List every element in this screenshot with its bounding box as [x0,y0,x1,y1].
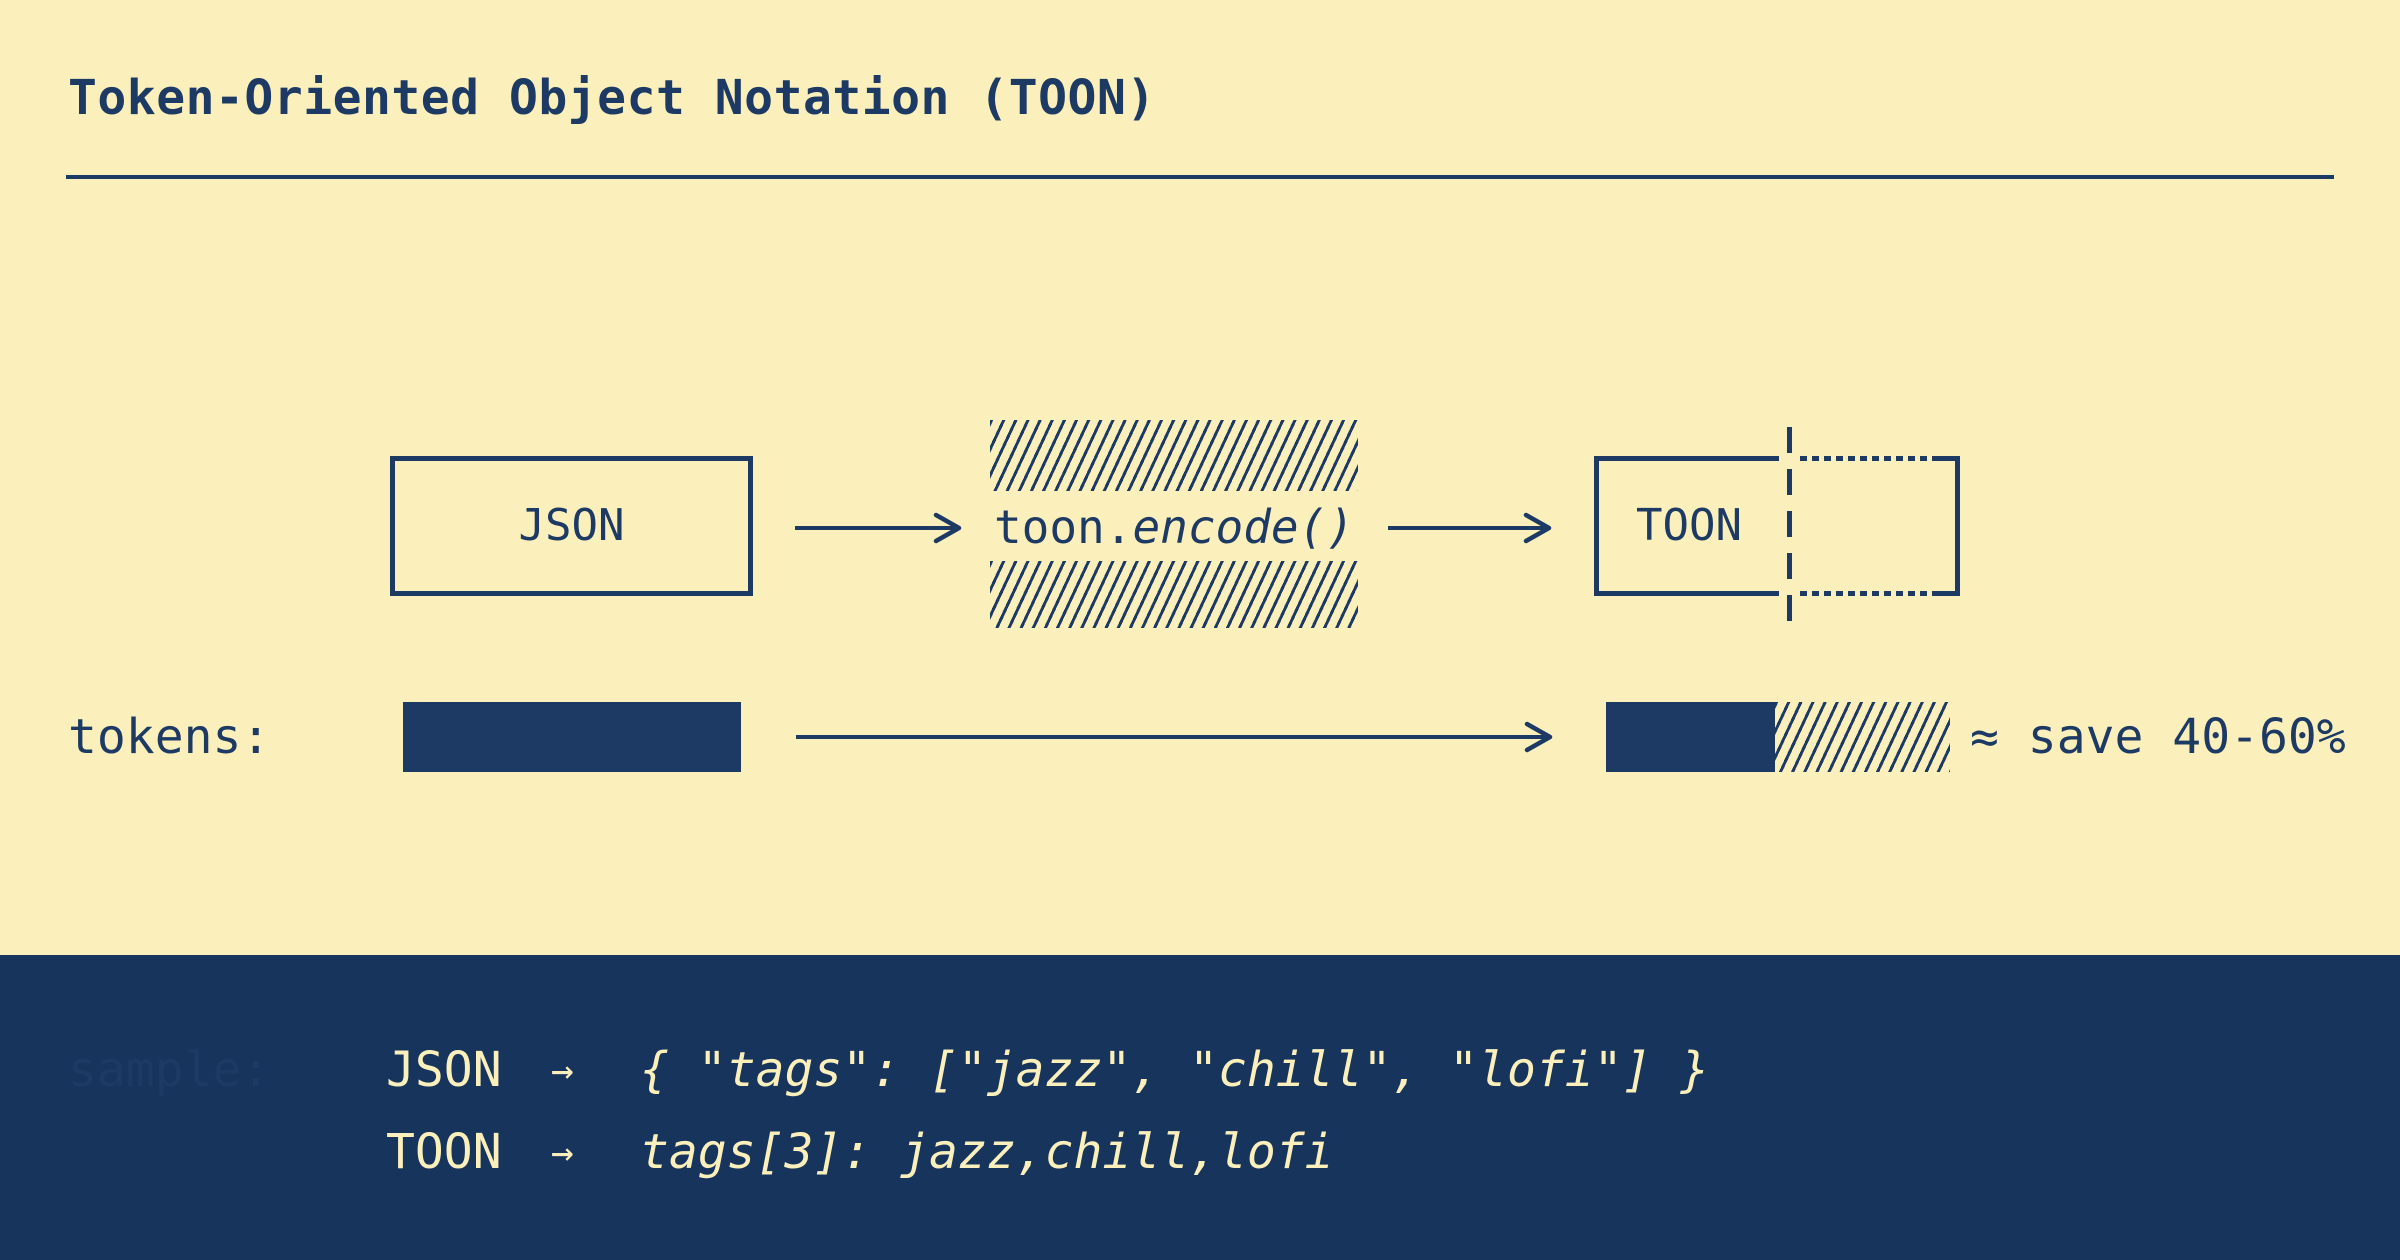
page-title: Token-Oriented Object Notation (TOON) [68,70,1156,126]
encode-call: encode() [1132,500,1355,554]
sample-format-json: JSON [386,1042,502,1098]
toon-node-label: TOON [1636,500,1742,551]
sample-code-json: { "tags": ["jazz", "chill", "lofi"] } [640,1042,1710,1098]
toon-node: TOON [1594,456,1779,596]
title-divider [66,175,2334,179]
json-node: JSON [390,456,753,596]
json-node-label: JSON [518,500,625,551]
toon-token-bar-solid [1606,702,1775,772]
sample-arrow-icon: → [551,1130,574,1174]
encode-hatch-band-top [990,420,1358,491]
truncation-dashed-line [1787,427,1792,625]
sample-row-json: JSON → { "tags": ["jazz", "chill", "lofi… [0,1046,2400,1096]
savings-note: ≈ save 40-60% [1970,709,2346,765]
sample-arrow-icon: → [551,1048,574,1092]
encode-prefix: toon. [993,500,1133,554]
encode-node-label: toon.encode() [990,504,1358,550]
ghost-box-dotted-bottom [1800,591,1936,596]
tokens-arrow-icon [796,721,1553,753]
sample-format-toon: TOON [386,1124,502,1180]
ghost-box-right-bracket [1932,456,1960,596]
sample-label: sample: [68,1042,271,1098]
ghost-box-dotted-top [1800,456,1936,461]
arrow-encode-to-toon-icon [1388,512,1552,544]
encode-hatch-band-bottom [990,561,1358,628]
toon-token-bar-saved-hatch [1775,702,1950,772]
tokens-label: tokens: [68,709,271,765]
arrow-json-to-encode-icon [795,512,962,544]
sample-code-toon: tags[3]: jazz,chill,lofi [640,1124,1334,1180]
sample-row-toon: TOON → tags[3]: jazz,chill,lofi [0,1128,2400,1178]
sample-panel [0,955,2400,1260]
json-token-bar [403,702,741,772]
